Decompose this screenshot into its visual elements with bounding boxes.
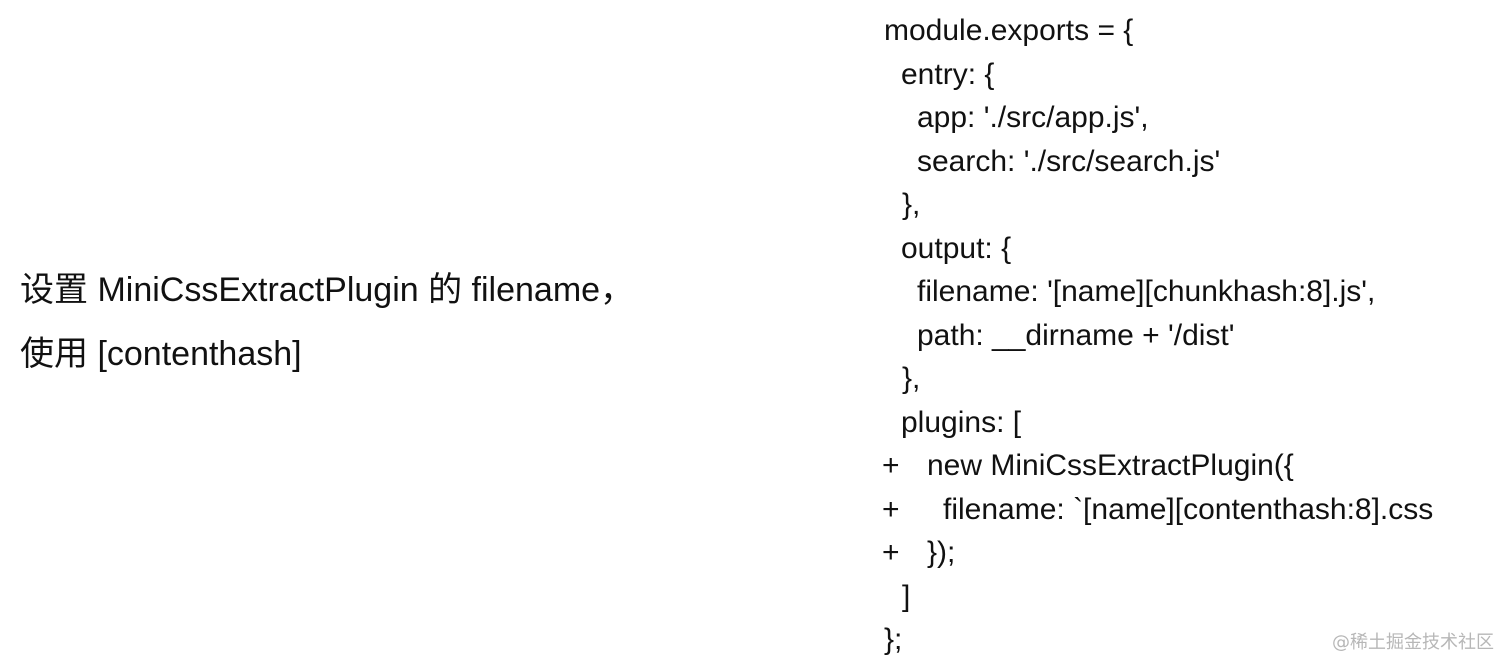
code-line-text: }; xyxy=(884,623,903,656)
description-line-1: 设置 MiniCssExtractPlugin 的 filename， xyxy=(20,271,635,309)
code-block: module.exports = { entry: { app: './src/… xyxy=(882,9,1504,662)
code-line-text: output: { xyxy=(901,231,1012,265)
code-line: ] xyxy=(884,575,1504,619)
diff-marker: + xyxy=(882,492,900,526)
code-line-text: }, xyxy=(902,362,921,395)
code-line: }, xyxy=(884,357,1504,401)
code-line: }; xyxy=(884,618,1504,662)
code-line-text: module.exports = { xyxy=(884,14,1134,47)
code-line-text: ] xyxy=(902,579,911,613)
code-line: + new MiniCssExtractPlugin({ xyxy=(882,444,1504,488)
code-line: }, xyxy=(884,183,1504,227)
diff-marker: + xyxy=(882,449,900,482)
code-line-text: path: __dirname + '/dist' xyxy=(917,318,1235,352)
code-line: app: './src/app.js', xyxy=(884,96,1504,140)
code-line-text: }, xyxy=(902,188,921,221)
watermark: @稀土掘金技术社区 xyxy=(1332,632,1494,653)
code-line: filename: '[name][chunkhash:8].js', xyxy=(884,270,1504,314)
diff-marker: + xyxy=(882,536,900,569)
code-line-text: app: './src/app.js', xyxy=(917,101,1149,134)
code-line-text: search: './src/search.js' xyxy=(917,144,1221,178)
code-line: output: { xyxy=(884,227,1504,271)
code-line: + filename: `[name][contenthash:8].css xyxy=(882,488,1504,532)
code-line: + }); xyxy=(882,531,1504,575)
code-line-text: new MiniCssExtractPlugin({ xyxy=(927,449,1294,482)
code-line: entry: { xyxy=(884,53,1504,97)
code-line: module.exports = { xyxy=(884,9,1504,53)
code-line: path: __dirname + '/dist' xyxy=(884,314,1504,358)
description-line-2: 使用 [contenthash] xyxy=(20,335,302,373)
code-line: plugins: [ xyxy=(884,401,1504,445)
code-line-text: plugins: [ xyxy=(901,405,1022,439)
description-text: 设置 MiniCssExtractPlugin 的 filename， 使用 [… xyxy=(20,258,820,386)
code-line-text: filename: '[name][chunkhash:8].js', xyxy=(917,275,1376,308)
code-line: search: './src/search.js' xyxy=(884,140,1504,184)
code-line-text: }); xyxy=(927,536,956,569)
code-line-text: entry: { xyxy=(901,57,995,91)
code-line-text: filename: `[name][contenthash:8].css xyxy=(943,492,1434,526)
